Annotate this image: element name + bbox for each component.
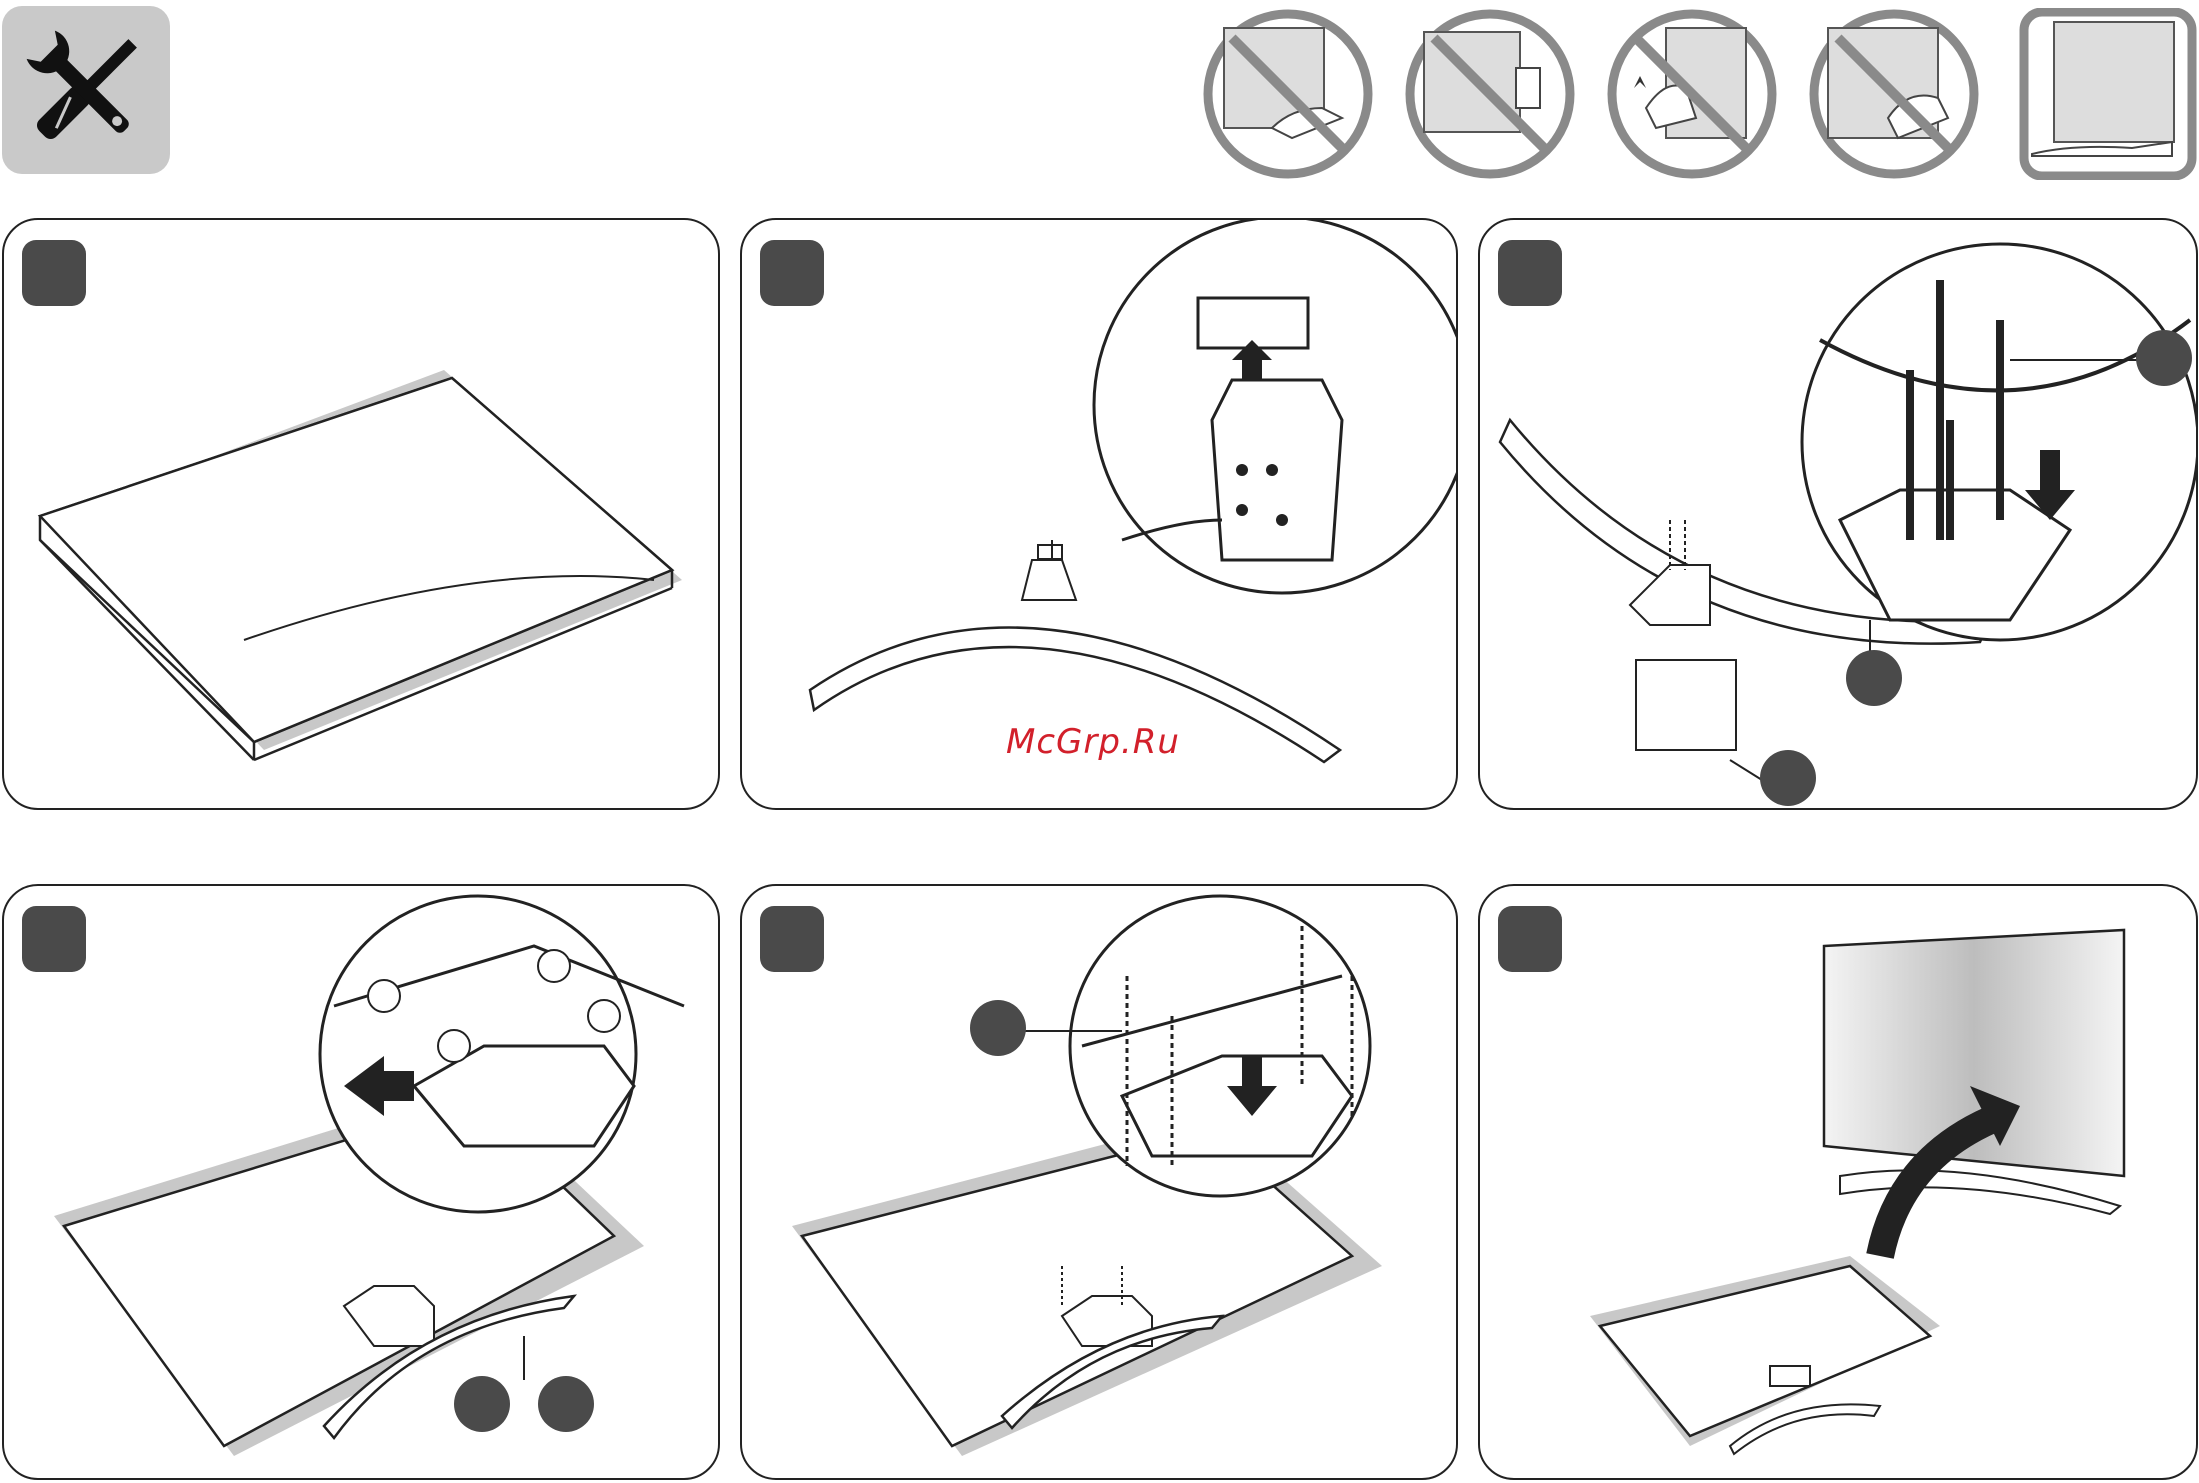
callout-marker	[1846, 650, 1902, 706]
screwdriver-wrench-icon	[2, 6, 170, 174]
step-panel-3	[1478, 218, 2198, 810]
no-press-screen-icon	[1606, 8, 1778, 180]
step-panel-1	[2, 218, 720, 810]
callout-marker	[1760, 750, 1816, 806]
screw-stand-to-tv-illustration	[742, 886, 1458, 1480]
slide-stand-onto-tv-illustration	[4, 886, 720, 1480]
correct-support-from-below-icon	[2018, 8, 2198, 180]
callout-marker	[970, 1000, 1026, 1056]
step-panel-6	[1478, 884, 2198, 1480]
no-grip-bottom-edge-icon	[1202, 8, 1374, 180]
screw-neck-to-base-illustration	[1480, 220, 2198, 810]
step-panel-4	[2, 884, 720, 1480]
step-panel-5	[740, 884, 1458, 1480]
step-panel-2: McGrp.Ru	[740, 218, 1458, 810]
callout-marker	[2136, 330, 2192, 386]
tv-on-cushion-illustration	[4, 220, 720, 810]
no-grip-side-edge-icon	[1404, 8, 1576, 180]
watermark-text: McGrp.Ru	[1006, 722, 1180, 762]
lift-tv-upright-illustration	[1480, 886, 2198, 1480]
callout-marker	[538, 1376, 594, 1432]
tools-icon-box	[2, 6, 170, 174]
callout-marker	[454, 1376, 510, 1432]
no-grip-screen-corner-icon	[1808, 8, 1980, 180]
